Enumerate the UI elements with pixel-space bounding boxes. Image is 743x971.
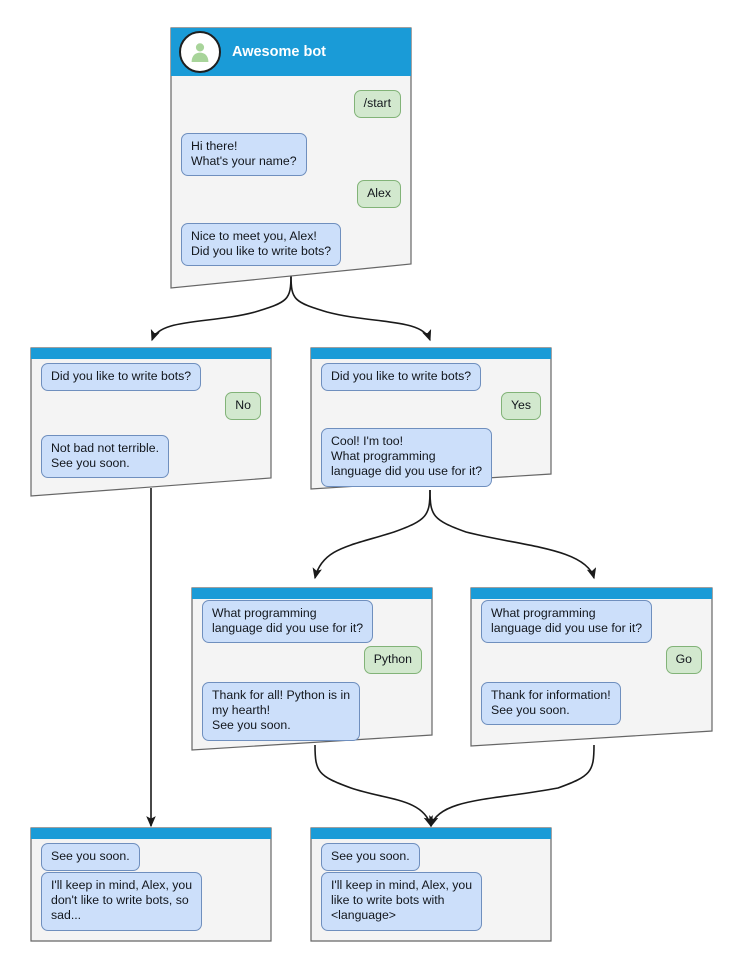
message-row: What programming language did you use fo…: [481, 600, 653, 644]
bot-message-bubble: Hi there! What's your name?: [181, 133, 307, 177]
message-row: What programming language did you use fo…: [202, 600, 374, 644]
node-end-happy[interactable]: See you soon. I'll keep in mind, Alex, y…: [311, 828, 551, 941]
bot-message-bubble: I'll keep in mind, Alex, you don't like …: [41, 872, 203, 931]
node-start[interactable]: Awesome bot /start Hi there! What's your…: [171, 28, 411, 267]
node-start-header: Awesome bot: [171, 28, 411, 76]
node-header-bar: [311, 348, 551, 359]
message-row: Python: [363, 646, 422, 675]
node-header-bar: [311, 828, 551, 839]
message-row: Nice to meet you, Alex! Did you like to …: [181, 223, 342, 267]
edge-yes-to-go: [429, 489, 597, 580]
user-message-bubble: /start: [353, 90, 401, 119]
user-message-bubble: Go: [665, 646, 702, 675]
bot-message-bubble: What programming language did you use fo…: [202, 600, 374, 644]
message-row: No: [225, 392, 261, 421]
edge-python-to-end-happy: [314, 744, 433, 828]
message-row: I'll keep in mind, Alex, you like to wri…: [321, 872, 483, 931]
bot-message-bubble: See you soon.: [41, 843, 140, 872]
user-message-bubble: Alex: [357, 180, 401, 209]
node-python-branch[interactable]: What programming language did you use fo…: [192, 588, 432, 741]
message-row: See you soon.: [41, 843, 140, 872]
message-row: Cool! I'm too! What programming language…: [321, 428, 493, 487]
node-end-sad[interactable]: See you soon. I'll keep in mind, Alex, y…: [31, 828, 271, 941]
bot-message-bubble: Thank for all! Python is in my hearth! S…: [202, 682, 361, 741]
message-row: Thank for all! Python is in my hearth! S…: [202, 682, 361, 741]
bot-message-bubble: What programming language did you use fo…: [481, 600, 653, 644]
bot-message-bubble: I'll keep in mind, Alex, you like to wri…: [321, 872, 483, 931]
node-yes-branch[interactable]: Did you like to write bots? Yes Cool! I'…: [311, 348, 551, 487]
edge-yes-to-python: [312, 489, 431, 580]
message-row: Alex: [357, 180, 401, 209]
bot-message-bubble: Nice to meet you, Alex! Did you like to …: [181, 223, 342, 267]
bot-message-bubble: Cool! I'm too! What programming language…: [321, 428, 493, 487]
user-avatar-icon: [179, 31, 221, 73]
message-row: Yes: [500, 392, 541, 421]
edge-start-to-yes: [290, 274, 432, 342]
bot-message-bubble: See you soon.: [321, 843, 420, 872]
node-go-branch[interactable]: What programming language did you use fo…: [471, 588, 712, 731]
bot-title: Awesome bot: [232, 44, 327, 60]
message-row: /start: [353, 90, 401, 119]
message-row: Did you like to write bots?: [321, 363, 482, 392]
message-row: Hi there! What's your name?: [181, 133, 307, 177]
user-message-bubble: No: [225, 392, 261, 421]
message-row: I'll keep in mind, Alex, you don't like …: [41, 872, 203, 931]
edge-go-to-end-happy: [429, 744, 595, 828]
node-header-bar: [471, 588, 712, 599]
message-row: Did you like to write bots?: [41, 363, 202, 392]
user-message-bubble: Python: [363, 646, 422, 675]
user-message-bubble: Yes: [500, 392, 541, 421]
node-header-bar: [31, 828, 271, 839]
node-header-bar: [192, 588, 432, 599]
bot-message-bubble: Did you like to write bots?: [41, 363, 202, 392]
message-row: Go: [665, 646, 702, 675]
node-no-branch[interactable]: Did you like to write bots? No Not bad n…: [31, 348, 271, 479]
bot-message-bubble: Thank for information! See you soon.: [481, 682, 621, 726]
node-header-bar: [31, 348, 271, 359]
bot-message-bubble: Did you like to write bots?: [321, 363, 482, 392]
edge-start-to-no: [150, 274, 292, 342]
message-row: Thank for information! See you soon.: [481, 682, 621, 726]
message-row: Not bad not terrible. See you soon.: [41, 435, 170, 479]
bot-message-bubble: Not bad not terrible. See you soon.: [41, 435, 170, 479]
message-row: See you soon.: [321, 843, 420, 872]
